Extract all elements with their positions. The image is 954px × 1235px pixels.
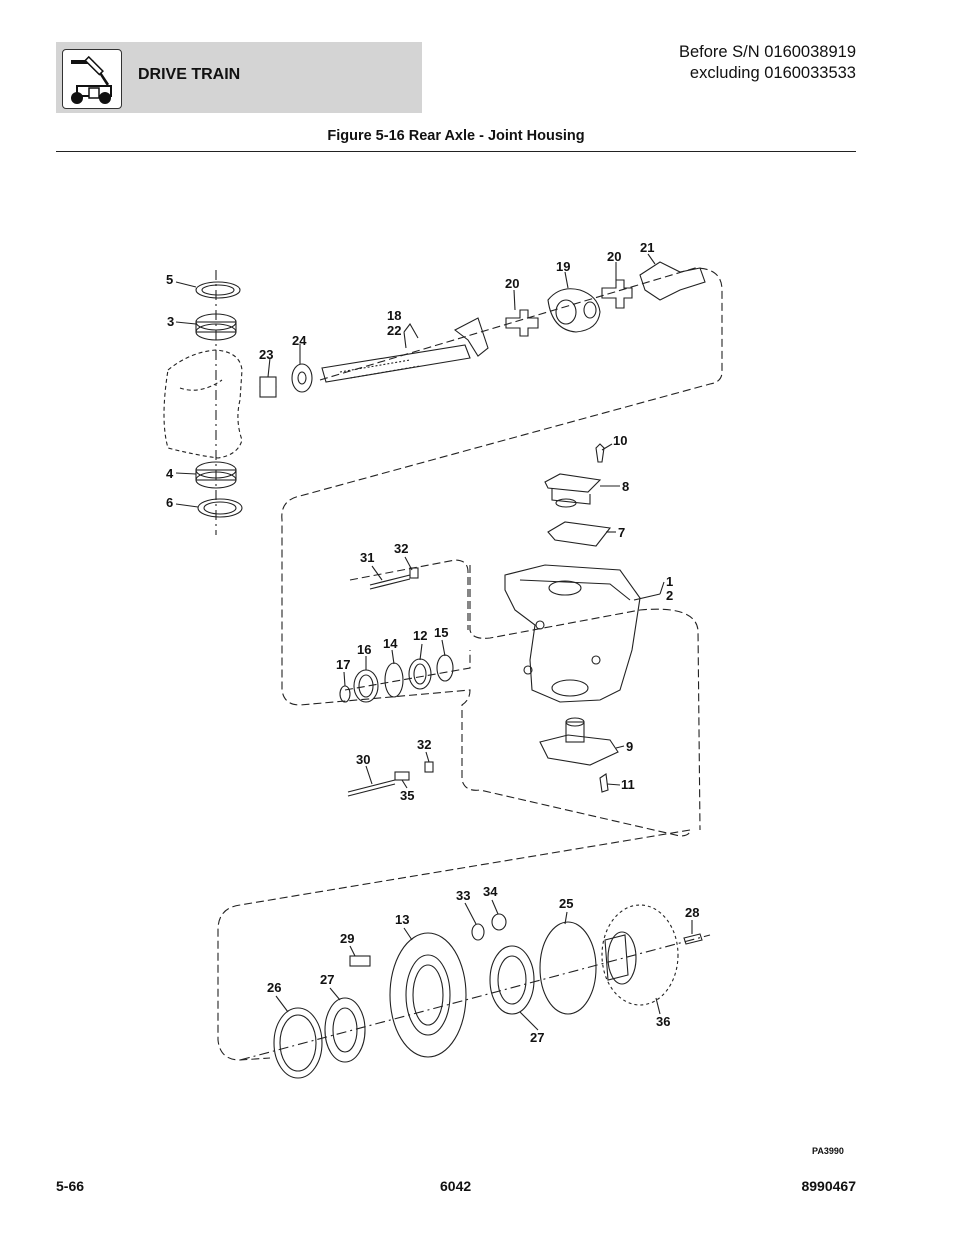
footer-page-number: 5-66 bbox=[56, 1178, 85, 1194]
callout-20a: 20 bbox=[505, 276, 519, 291]
callout-33: 33 bbox=[456, 888, 470, 903]
callout-35: 35 bbox=[400, 788, 414, 803]
figure-title: Figure 5-16 Rear Axle - Joint Housing bbox=[327, 128, 585, 144]
callout-10: 10 bbox=[613, 433, 627, 448]
header-divider bbox=[56, 151, 856, 152]
callout-31: 31 bbox=[360, 550, 374, 565]
callout-8: 8 bbox=[622, 479, 629, 494]
callout-2: 2 bbox=[666, 588, 673, 603]
callout-23: 23 bbox=[259, 347, 273, 362]
footer-manual-number: 8990467 bbox=[801, 1178, 856, 1194]
callout-3: 3 bbox=[167, 314, 174, 329]
callout-5: 5 bbox=[166, 272, 173, 287]
callout-28: 28 bbox=[685, 905, 699, 920]
callout-1: 1 bbox=[666, 574, 673, 589]
callout-15: 15 bbox=[434, 625, 448, 640]
callout-27b: 27 bbox=[530, 1030, 544, 1045]
callout-26: 26 bbox=[267, 980, 281, 995]
callout-4: 4 bbox=[166, 466, 174, 481]
callout-29: 29 bbox=[340, 931, 354, 946]
serial-line-1: Before S/N 0160038919 bbox=[678, 43, 856, 61]
callout-17: 17 bbox=[336, 657, 350, 672]
callout-24: 24 bbox=[292, 333, 307, 348]
callout-32b: 32 bbox=[417, 737, 431, 752]
serial-applicability: Before S/N 0160038919 excluding 01600335… bbox=[679, 42, 856, 84]
callout-20b: 20 bbox=[607, 249, 621, 264]
machine-logo-icon bbox=[62, 49, 122, 109]
callout-27a: 27 bbox=[320, 972, 334, 987]
callout-16: 16 bbox=[357, 642, 371, 657]
callout-14: 14 bbox=[383, 636, 398, 651]
callout-13: 13 bbox=[395, 912, 409, 927]
callout-34: 34 bbox=[483, 884, 498, 899]
callout-21: 21 bbox=[640, 240, 654, 255]
section-header: DRIVE TRAIN bbox=[56, 42, 422, 113]
callout-9: 9 bbox=[626, 739, 633, 754]
callout-22: 22 bbox=[387, 323, 401, 338]
callout-25: 25 bbox=[559, 896, 573, 911]
callout-32a: 32 bbox=[394, 541, 408, 556]
callout-11: 11 bbox=[621, 777, 635, 792]
callout-12: 12 bbox=[413, 628, 427, 643]
figure-code: PA3990 bbox=[812, 1146, 844, 1156]
footer-model: 6042 bbox=[440, 1178, 472, 1194]
section-title: DRIVE TRAIN bbox=[138, 66, 241, 83]
callout-18: 18 bbox=[387, 308, 401, 323]
callout-7: 7 bbox=[618, 525, 625, 540]
callout-19: 19 bbox=[556, 259, 570, 274]
callout-6: 6 bbox=[166, 495, 173, 510]
callout-30: 30 bbox=[356, 752, 370, 767]
serial-line-2: excluding 0160033533 bbox=[689, 64, 856, 82]
callout-36: 36 bbox=[656, 1014, 670, 1029]
